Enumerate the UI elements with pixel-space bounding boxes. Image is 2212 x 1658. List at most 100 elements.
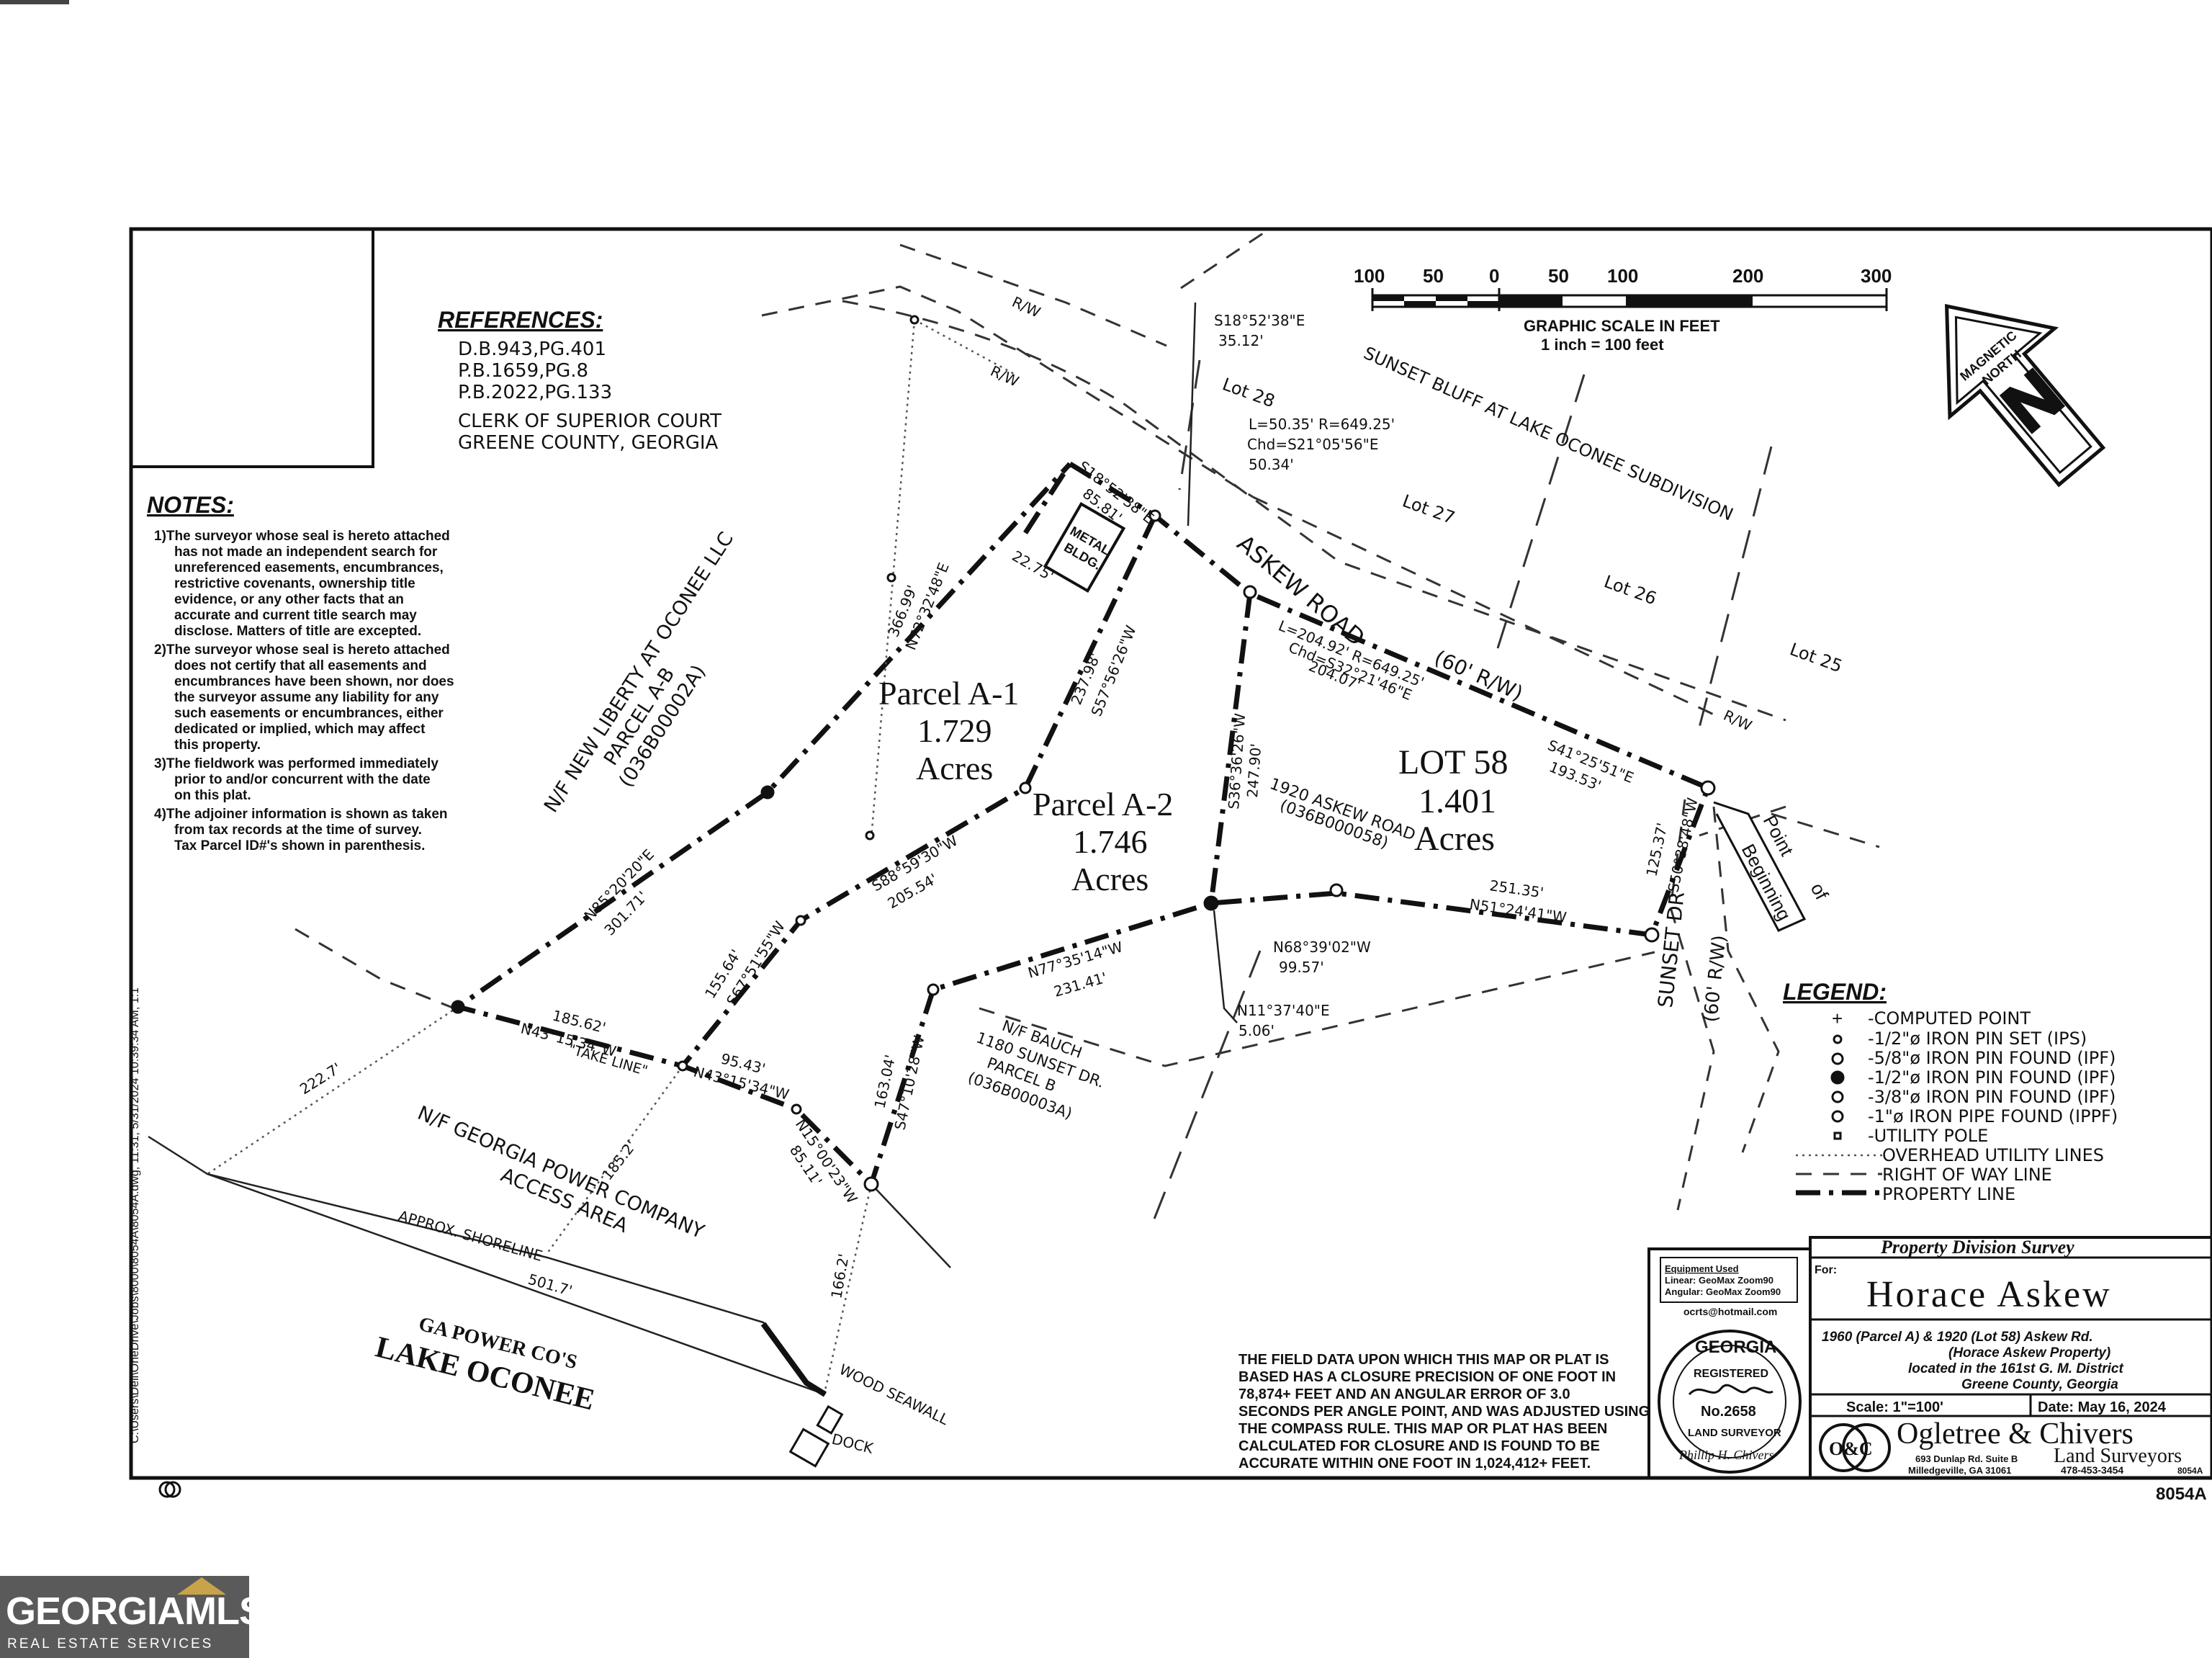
seal-land-surveyor: LAND SURVEYOR [1688, 1427, 1781, 1439]
bearing: N68°39'02"W [1273, 938, 1371, 956]
parcel-name: LOT 58 [1398, 743, 1508, 781]
legend-item: -1/2"ø IRON PIN SET (IPS) [1868, 1029, 2087, 1049]
bearing: N51°24'41"W [1468, 895, 1568, 926]
note-line: 1)The surveyor whose seal is hereto atta… [154, 529, 450, 544]
plat-date: Date: May 16, 2024 [2038, 1399, 2167, 1415]
scale-tick-label: 100 [1607, 265, 1638, 287]
point-of-beginning: Point of Beginning [1713, 801, 1833, 932]
property-desc: (Horace Askew Property) [1948, 1345, 2110, 1361]
seal-state: GEORGIA [1695, 1337, 1776, 1357]
utility-pole-icon [1833, 1132, 1842, 1140]
iron-pin-found-icon [1831, 1052, 1844, 1065]
note-line: 2)The surveyor whose seal is hereto atta… [154, 642, 450, 658]
metal-building: METAL BLDG. [1043, 501, 1126, 593]
property-desc: located in the 161st G. M. District [1908, 1361, 2123, 1376]
note-line: encumbrances have been shown, nor does [174, 674, 454, 689]
firm-name: Ogletree & Chivers [1897, 1417, 2134, 1451]
references-title: REFERENCES: [438, 307, 603, 333]
signature [1688, 1384, 1773, 1396]
closure-line: ACCURATE WITHIN ONE FOOT IN 1,024,412+ F… [1238, 1456, 1591, 1471]
note-line: has not made an independent search for [174, 545, 438, 560]
scale-caption: GRAPHIC SCALE IN FEET [1524, 317, 1720, 335]
title-block: Property Division Survey For: Horace Ask… [1809, 1236, 2212, 1479]
lot-label: Lot 28 [1220, 374, 1277, 411]
parcel-area: 1.746 [1073, 823, 1148, 860]
reference-line: GREENE COUNTY, GEORGIA [458, 432, 719, 454]
bearing: 231.41' [1052, 969, 1109, 1000]
ga-power-label: N/F GEORGIA POWER COMPANY ACCESS AREA [414, 1102, 708, 1243]
reference-line: CLERK OF SUPERIOR COURT [458, 411, 721, 432]
seal-name: Phillip H. Chivers [1678, 1448, 1774, 1462]
legend-item: -1"ø IRON PIPE FOUND (IPPF) [1868, 1106, 2118, 1126]
note-line: restrictive covenants, ownership title [174, 576, 415, 591]
notes-block: NOTES: 1)The surveyor whose seal is here… [147, 492, 454, 853]
legend-item: RIGHT OF WAY LINE [1882, 1165, 2052, 1185]
bearing: L=50.35' R=649.25' [1249, 416, 1395, 433]
mls-watermark: GEORGIAMLS REAL ESTATE SERVICES [0, 1576, 265, 1658]
bearing: S18°52'38"E [1214, 312, 1305, 329]
street-label: (60' R/W) [1700, 934, 1731, 1023]
email-text: ocrts@hotmail.com [1683, 1306, 1777, 1317]
firm-subtitle: Land Surveyors [2054, 1445, 2182, 1467]
bearing: N11°37'40"E [1237, 1002, 1330, 1019]
computed-point-icon: + [1832, 1008, 1843, 1029]
parcel-name: Parcel A-2 [1033, 786, 1173, 823]
bearing: Chd=S21°05'56"E [1247, 436, 1378, 453]
firm-address: Milledgeville, GA 31061 [1908, 1465, 2011, 1476]
pob-label: of [1807, 879, 1833, 904]
bearing: 501.7' [526, 1271, 575, 1299]
firm-address: 693 Dunlap Rd. Suite B [1915, 1453, 2018, 1464]
bearing: 166.2' [827, 1253, 853, 1300]
shoreline-label: APPROX. SHORELINE [397, 1207, 545, 1265]
lot-label: Lot 25 [1787, 639, 1845, 676]
bearing: 50.34' [1249, 456, 1294, 473]
iron-pin-3-8-icon [1831, 1090, 1844, 1103]
blank-box [130, 228, 374, 468]
firm-logo-text: O&C [1829, 1438, 1873, 1459]
equipment-line: Equipment Used [1665, 1263, 1739, 1274]
row-label: R/W [1721, 707, 1755, 735]
scale-tick-label: 100 [1354, 265, 1385, 287]
scale-tick-label: 0 [1489, 265, 1499, 287]
note-line: unreferenced easements, encumbrances, [174, 560, 444, 575]
parcel-name: Parcel A-1 [878, 675, 1019, 712]
graphic-scale: 100 50 0 50 100 200 300 GRAPHIC SCALE IN… [1354, 265, 1892, 354]
lot-label: Lot 27 [1400, 490, 1457, 528]
legend: LEGEND: + -COMPUTED POINT -1/2"ø IRON PI… [1783, 979, 2118, 1204]
scale-tick-label: 300 [1861, 265, 1892, 287]
note-line: Tax Parcel ID#'s shown in parenthesis. [174, 838, 425, 853]
parcel-a1-label: Parcel A-1 1.729 Acres [878, 675, 1019, 787]
parcel-unit: Acres [916, 750, 993, 787]
legend-item: OVERHEAD UTILITY LINES [1882, 1145, 2104, 1165]
legend-item: -COMPUTED POINT [1868, 1008, 2031, 1029]
bauch-label: N/F BAUCH 1180 SUNSET DR. PARCEL B (036B… [966, 1017, 1107, 1123]
seal-registered: REGISTERED [1694, 1368, 1768, 1380]
adjoiner-line: N/F GEORGIA POWER COMPANY [414, 1102, 708, 1243]
watermark-sub: REAL ESTATE SERVICES [7, 1636, 214, 1652]
parcel-area: 1.401 [1419, 782, 1496, 820]
scale-tick-label: 200 [1732, 265, 1763, 287]
client-name: Horace Askew [1866, 1274, 2112, 1315]
note-line: evidence, or any other facts that an [174, 592, 404, 607]
street-label: SUNSET DR [1653, 890, 1689, 1008]
parcel-area: 1.729 [917, 712, 992, 749]
note-line: does not certify that all easements and [174, 658, 427, 673]
references-block: REFERENCES: D.B.943,PG.401 P.B.1659,PG.8… [438, 307, 721, 454]
note-line: 4)The adjoiner information is shown as t… [154, 807, 448, 822]
note-line: dedicated or implied, which may affect [174, 722, 426, 737]
seawall-label: WOOD SEAWALL [837, 1361, 952, 1429]
reference-line: D.B.943,PG.401 [458, 339, 606, 360]
closure-line: CALCULATED FOR CLOSURE AND IS FOUND TO B… [1238, 1438, 1600, 1454]
legend-item: PROPERTY LINE [1882, 1184, 2015, 1204]
reference-line: P.B.2022,PG.133 [458, 382, 612, 403]
closure-statement: THE FIELD DATA UPON WHICH THIS MAP OR PL… [1238, 1352, 1650, 1471]
legend-item: -UTILITY POLE [1868, 1126, 1988, 1146]
closure-line: BASED HAS A CLOSURE PRECISION OF ONE FOO… [1238, 1369, 1616, 1385]
drawing-no-small: 8054A [2177, 1466, 2203, 1476]
bearing: 22.75' [1010, 547, 1057, 585]
note-line: on this plat. [174, 788, 251, 803]
note-line: such easements or encumbrances, either [174, 706, 444, 721]
legend-item: -3/8"ø IRON PIN FOUND (IPF) [1868, 1087, 2116, 1107]
dock-label: DOCK [830, 1430, 876, 1458]
